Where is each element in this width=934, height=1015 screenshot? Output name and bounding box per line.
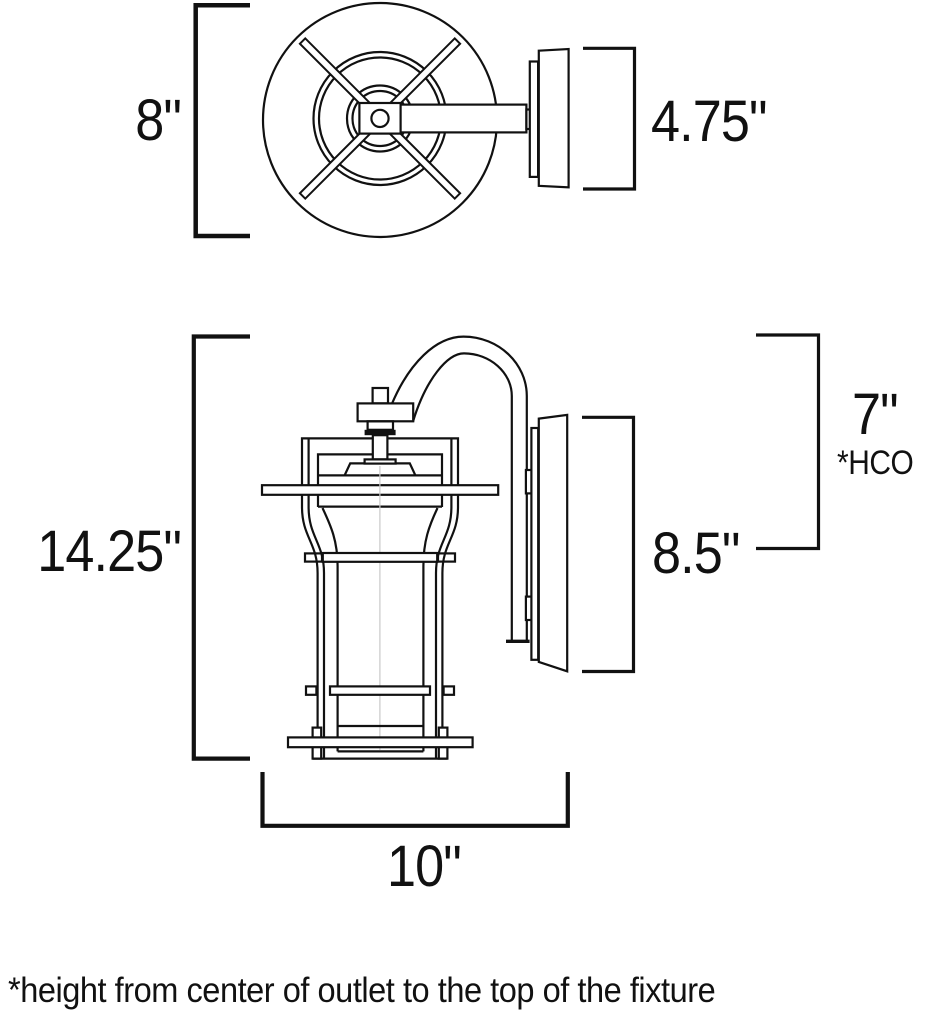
mid-ring-bar <box>328 685 432 696</box>
cage-rail-inner-left <box>307 506 326 759</box>
backplate-bracket-front <box>530 426 540 661</box>
glass-edge-left <box>321 507 339 752</box>
dim-label-14-25in: 14.25" <box>37 519 182 584</box>
finial-stem <box>371 434 389 461</box>
backplate-top <box>537 47 570 189</box>
mounting-arm-top <box>396 103 528 134</box>
cage-rail-outer-left <box>300 506 319 759</box>
mounting-tab-upper <box>524 468 533 495</box>
dimension-bracket-8in <box>193 3 250 239</box>
top-view <box>193 1 637 239</box>
dimension-bracket-8-5in <box>582 415 636 674</box>
dim-label-hco: *HCO <box>837 444 914 482</box>
glass-edge-right <box>422 507 439 752</box>
dimension-bracket-10in <box>260 772 570 828</box>
finial-cap-bar <box>356 402 415 423</box>
finial-black-band <box>364 429 396 436</box>
mounting-tab-lower <box>524 595 533 622</box>
backplate-front <box>524 413 569 673</box>
finial-chimney <box>371 386 390 405</box>
center-hub <box>358 101 402 135</box>
cage-rail-inner-right <box>434 506 453 759</box>
mid-ring-tab-left <box>304 685 318 696</box>
dim-label-7in: 7" <box>852 382 899 447</box>
mounting-arm-front <box>390 335 530 643</box>
cage-rail-outer-right <box>441 506 460 759</box>
stem-base-block <box>363 458 397 465</box>
hub-hole <box>370 108 390 129</box>
dim-label-4-75in: 4.75" <box>651 89 768 154</box>
upper-ring-bar <box>321 551 439 563</box>
upper-ring-tab-right <box>436 552 457 563</box>
front-view <box>191 333 821 828</box>
dimension-bracket-4-75in <box>583 46 637 191</box>
dimension-bracket-14-25in <box>191 334 250 761</box>
lantern-base <box>286 724 474 760</box>
base-plate-bar <box>286 736 474 749</box>
footnote-text: *height from center of outlet to the top… <box>8 971 716 1010</box>
dimension-bracket-7in <box>756 333 821 551</box>
dim-label-8-5in: 8.5" <box>652 521 740 586</box>
backplate-plate-front <box>537 413 569 673</box>
dim-label-10in: 10" <box>387 834 462 899</box>
lantern-body <box>300 466 460 759</box>
backplate-bracket-top <box>528 60 540 179</box>
dim-label-8in: 8" <box>135 88 182 153</box>
upper-ring-tab-left <box>303 552 324 563</box>
mid-ring-tab-right <box>442 685 456 696</box>
finial <box>356 386 415 436</box>
finial-neck <box>366 420 395 431</box>
